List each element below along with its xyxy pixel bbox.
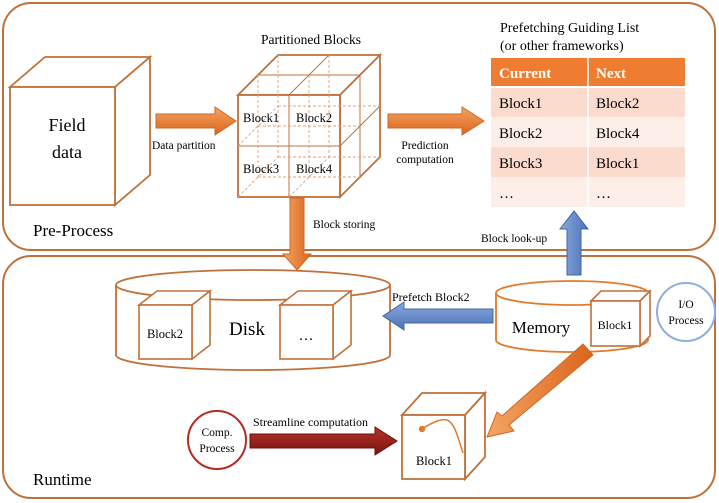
list-title-line1: Prefetching Guiding List [500,21,639,36]
streamline-label: Streamline computation [253,415,368,429]
prefetch-label: Prefetch Block2 [392,290,470,304]
streamline-arrow [249,426,398,456]
table-header-current: Current [499,66,551,82]
disk-label: Disk [229,319,265,340]
table-cell: Block2 [499,126,542,142]
table-cell: … [499,186,514,202]
table-cell: Block1 [499,96,542,112]
io-process-circle [656,282,716,342]
table-cell: … [596,186,611,202]
grid-block-1: Block1 [243,111,279,125]
disk-block-label-right: … [299,328,314,344]
partitioned-blocks-title: Partitioned Blocks [261,32,361,47]
partitioned-cube [235,52,383,200]
table-cell: Block4 [596,126,640,142]
block-storing-arrow [281,197,313,271]
disk-block-cube-right [277,289,354,361]
prediction-arrow [387,106,485,136]
table-cell: Block1 [596,156,639,172]
table-cell: Block2 [596,96,639,112]
io-process-label-line2: Process [668,315,704,327]
block-storing-label: Block storing [313,219,376,231]
block-lookup-label: Block look-up [481,233,547,245]
memory-to-block-arrow [486,343,594,438]
io-process-label-line1: I/O [678,299,693,311]
prediction-label-line1: Prediction [401,140,449,152]
table-cell: Block3 [499,156,542,172]
grid-block-4: Block4 [296,162,333,176]
prediction-label-line2: computation [396,154,454,166]
field-data-label-line2: data [52,142,82,162]
prefetch-arrow [382,301,494,331]
streamline-curve [421,418,464,454]
memory-label: Memory [512,318,571,337]
comp-process-label-line2: Process [199,443,235,455]
result-block-cube [399,390,488,482]
prefetch-table [491,58,685,207]
comp-process-label-line1: Comp. [202,427,233,439]
grid-block-2: Block2 [296,111,332,125]
comp-process-circle [187,410,247,470]
block-lookup-arrow [558,210,590,276]
field-data-cube [7,55,153,207]
preprocess-label: Pre-Process [33,221,113,240]
field-data-label-line1: Field [48,115,85,135]
memory-block-cube [589,289,652,348]
data-partition-label: Data partition [152,140,216,152]
runtime-label: Runtime [33,470,92,489]
data-partition-arrow [155,106,237,136]
disk-block-label-left: Block2 [147,327,183,341]
list-title-line2: (or other frameworks) [500,39,624,54]
grid-block-3: Block3 [243,162,279,176]
memory-block-label: Block1 [598,318,633,332]
disk-block-cube-left [136,289,213,361]
result-block-label: Block1 [416,454,452,468]
table-header-next: Next [596,66,626,82]
